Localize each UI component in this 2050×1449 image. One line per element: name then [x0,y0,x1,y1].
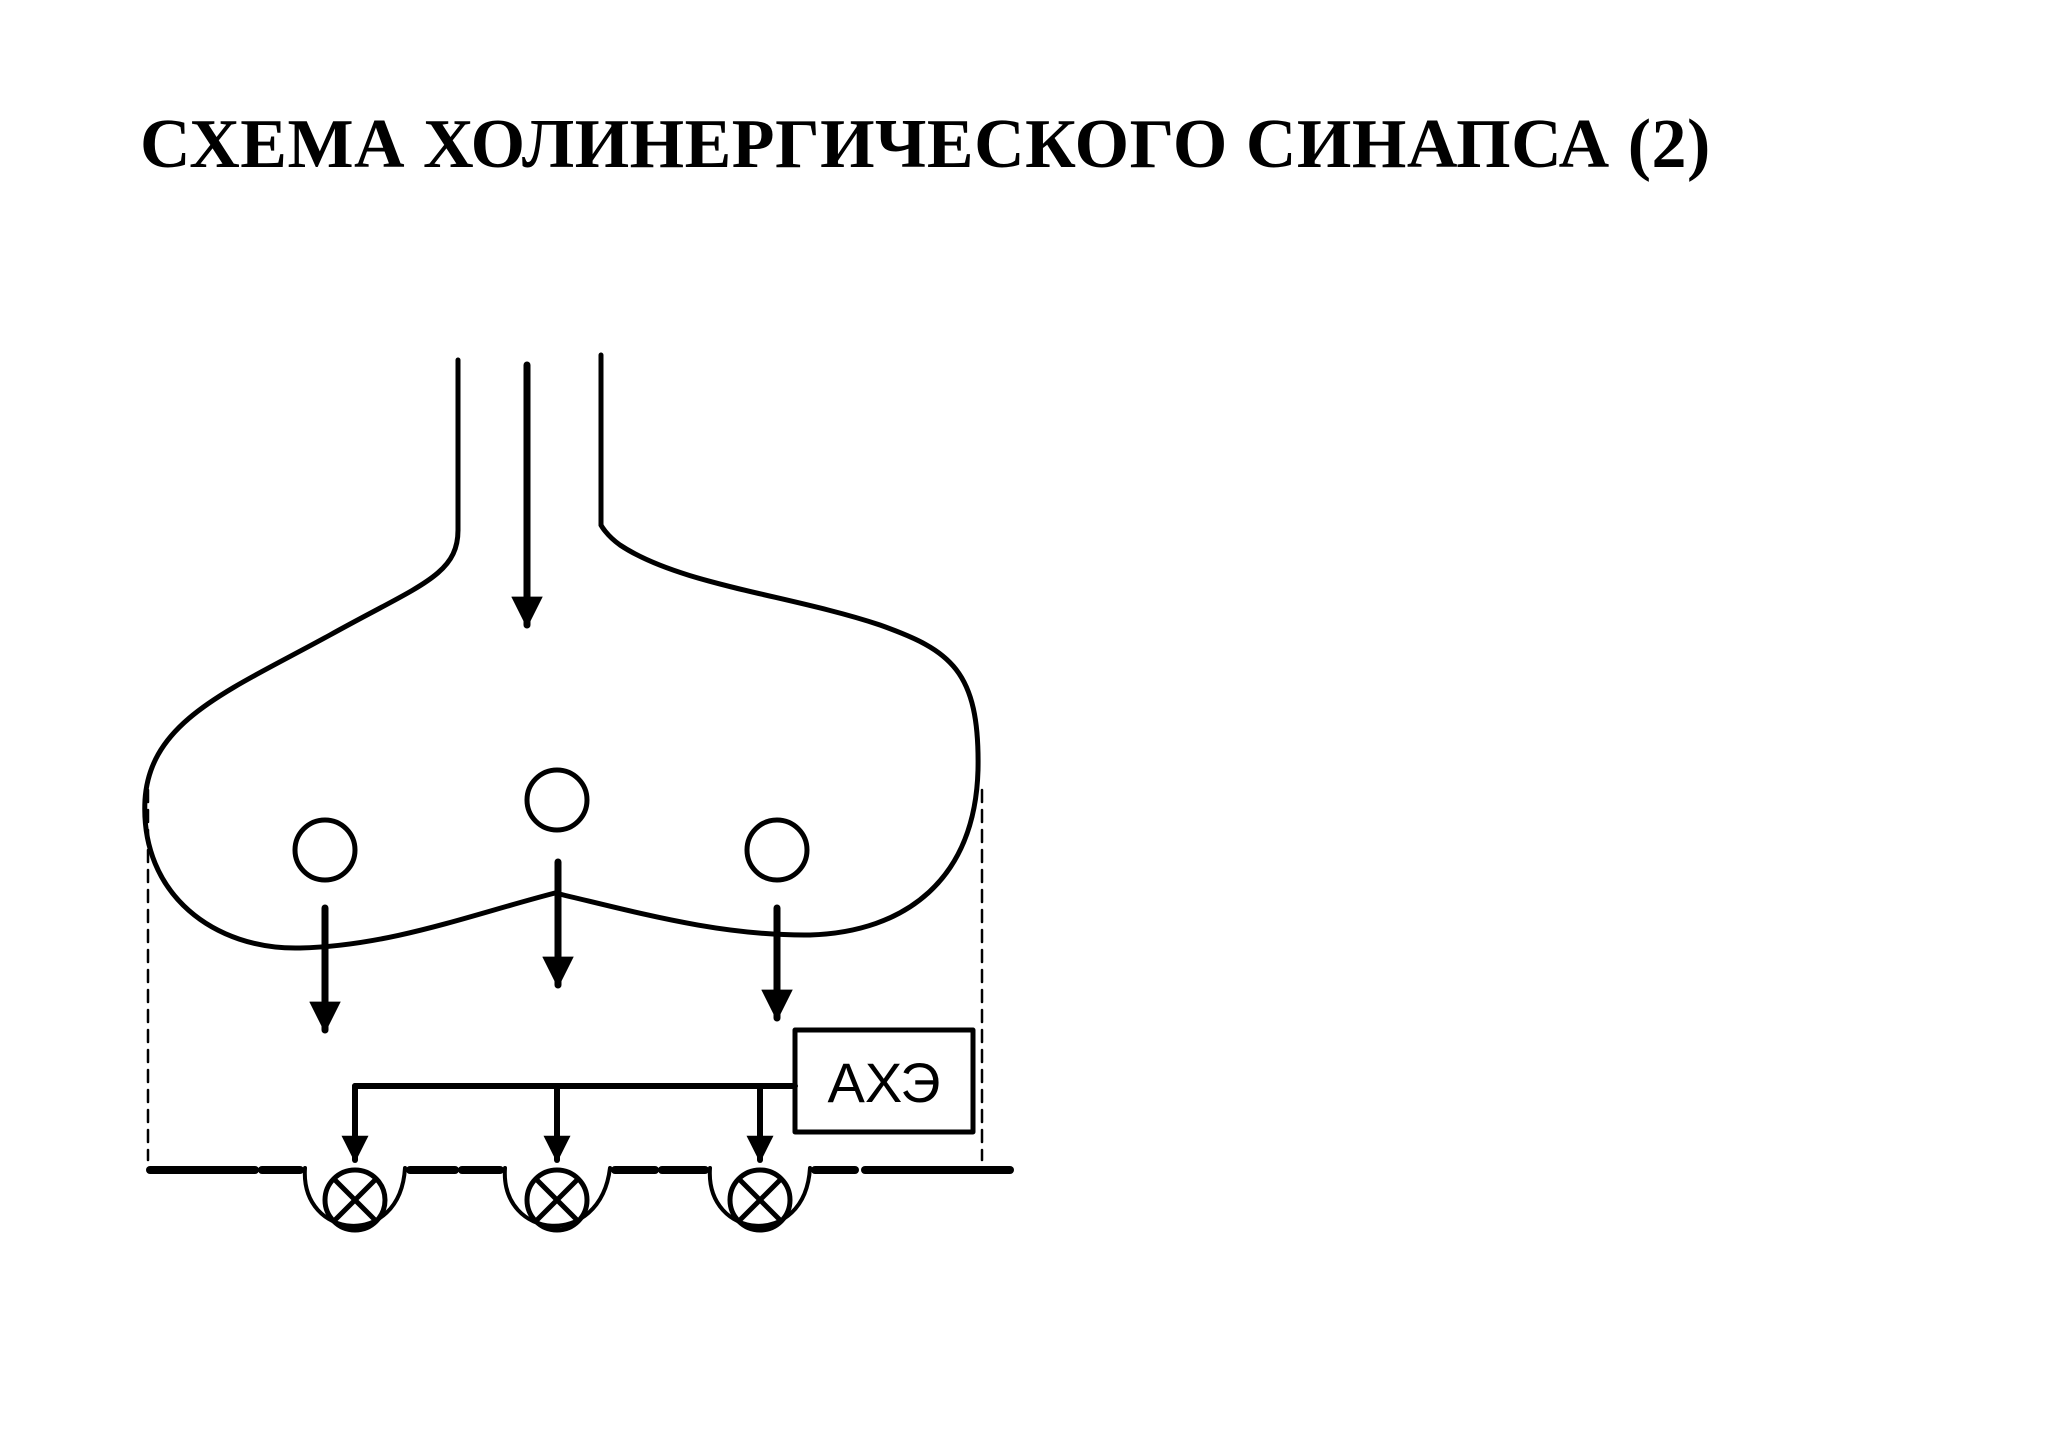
synaptic-vesicles [292,767,810,883]
ache-box-frame [792,1027,976,1135]
ache-enzyme-box: АХЭ [792,1027,976,1135]
presynaptic-terminal [142,352,981,951]
ache-action-lines [341,1083,798,1163]
vesicle-left [292,817,358,883]
cholinoreceptors [322,1167,793,1233]
terminal-membrane [142,522,981,951]
vesicle-center [524,767,590,833]
membrane-pit-2 [502,1166,612,1228]
release-arrows [309,858,793,1034]
circle-x-icon [322,1167,388,1233]
ache-label: АХЭ [827,1051,940,1114]
membrane-pit-3 [707,1166,812,1228]
circle-x-icon [524,1167,590,1233]
circle-x-icon [727,1167,793,1233]
ache-horizontal-line [352,1083,798,1103]
membrane-pit-1 [302,1166,407,1228]
vesicle-right [744,817,810,883]
postsynaptic-membrane [146,1166,1014,1228]
page-title: СХЕМА ХОЛИНЕРГИЧЕСКОГО СИНАПСА (2) [140,106,1711,183]
